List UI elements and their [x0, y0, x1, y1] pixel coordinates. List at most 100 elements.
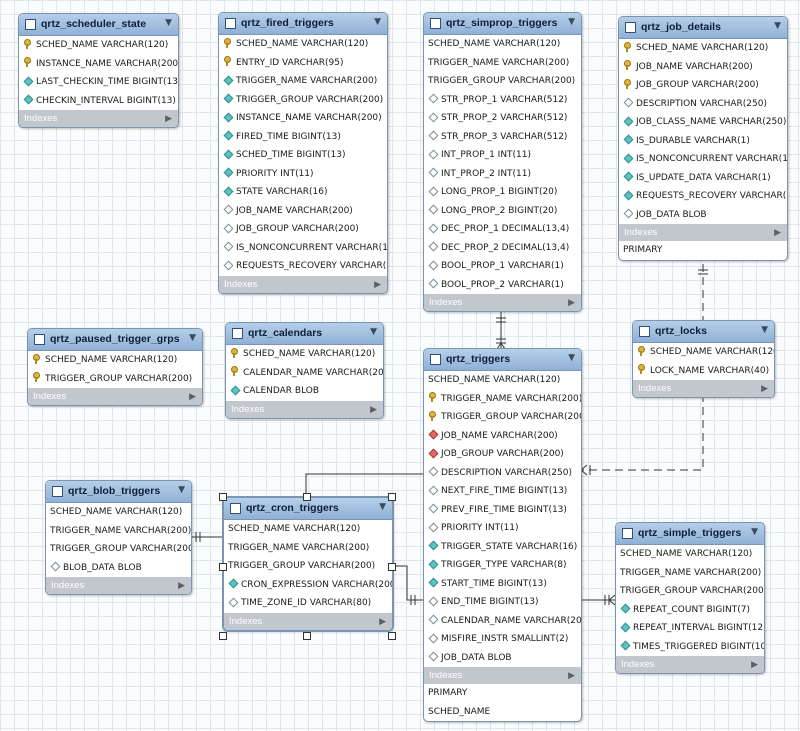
- expand-arrow-icon[interactable]: ▶: [379, 615, 386, 626]
- table-header[interactable]: qrtz_scheduler_state▼: [19, 14, 178, 36]
- table-qrtz-paused-trigger-grps[interactable]: qrtz_paused_trigger_grps▼SCHED_NAME VARC…: [27, 328, 203, 406]
- column-row[interactable]: LOCK_NAME VARCHAR(40): [633, 362, 774, 381]
- column-row[interactable]: DESCRIPTION VARCHAR(250): [619, 95, 787, 114]
- resize-handle[interactable]: [219, 632, 227, 640]
- column-row[interactable]: JOB_NAME VARCHAR(200): [219, 202, 387, 221]
- column-row[interactable]: SCHED_NAME VARCHAR(120): [226, 345, 383, 364]
- table-qrtz-fired-triggers[interactable]: qrtz_fired_triggers▼SCHED_NAME VARCHAR(1…: [218, 12, 388, 294]
- table-qrtz-cron-triggers[interactable]: qrtz_cron_triggers▼SCHED_NAME VARCHAR(12…: [222, 496, 394, 632]
- table-header[interactable]: qrtz_blob_triggers▼: [46, 481, 191, 503]
- column-row[interactable]: BLOB_DATA BLOB: [46, 559, 191, 578]
- column-row[interactable]: START_TIME BIGINT(13): [424, 575, 581, 594]
- column-row[interactable]: TRIGGER_NAME VARCHAR(200): [219, 72, 387, 91]
- column-row[interactable]: JOB_DATA BLOB: [424, 649, 581, 668]
- column-row[interactable]: LONG_PROP_1 BIGINT(20): [424, 183, 581, 202]
- collapse-arrow-icon[interactable]: ▼: [379, 502, 386, 512]
- table-qrtz-blob-triggers[interactable]: qrtz_blob_triggers▼SCHED_NAME VARCHAR(12…: [45, 480, 192, 595]
- column-row[interactable]: INSTANCE_NAME VARCHAR(200): [19, 55, 178, 74]
- collapse-arrow-icon[interactable]: ▼: [774, 21, 781, 31]
- table-header[interactable]: qrtz_triggers▼: [424, 349, 581, 371]
- collapse-arrow-icon[interactable]: ▼: [568, 17, 575, 27]
- indexes-bar[interactable]: Indexes▶: [633, 380, 774, 397]
- collapse-arrow-icon[interactable]: ▼: [189, 333, 196, 343]
- column-row[interactable]: SCHED_NAME VARCHAR(120): [46, 503, 191, 522]
- indexes-bar[interactable]: Indexes▶: [28, 388, 202, 405]
- column-row[interactable]: PRIORITY INT(11): [424, 519, 581, 538]
- column-row[interactable]: CALENDAR BLOB: [226, 382, 383, 401]
- column-row[interactable]: SCHED_NAME VARCHAR(120): [616, 545, 764, 564]
- table-header[interactable]: qrtz_simprop_triggers▼: [424, 13, 581, 35]
- table-qrtz-job-details[interactable]: qrtz_job_details▼SCHED_NAME VARCHAR(120)…: [618, 16, 788, 261]
- column-row[interactable]: TRIGGER_GROUP VARCHAR(200): [219, 91, 387, 110]
- resize-handle[interactable]: [219, 493, 227, 501]
- column-row[interactable]: CALENDAR_NAME VARCHAR(200): [424, 612, 581, 631]
- table-qrtz-scheduler-state[interactable]: qrtz_scheduler_state▼SCHED_NAME VARCHAR(…: [18, 13, 179, 128]
- column-row[interactable]: JOB_NAME VARCHAR(200): [619, 58, 787, 77]
- table-header[interactable]: qrtz_fired_triggers▼: [219, 13, 387, 35]
- table-qrtz-simple-triggers[interactable]: qrtz_simple_triggers▼SCHED_NAME VARCHAR(…: [615, 522, 765, 674]
- column-row[interactable]: PRIORITY INT(11): [219, 165, 387, 184]
- column-row[interactable]: TRIGGER_TYPE VARCHAR(8): [424, 556, 581, 575]
- collapse-arrow-icon[interactable]: ▼: [370, 327, 377, 337]
- index-row[interactable]: PRIMARY: [623, 245, 663, 255]
- column-row[interactable]: NEXT_FIRE_TIME BIGINT(13): [424, 482, 581, 501]
- collapse-arrow-icon[interactable]: ▼: [568, 353, 575, 363]
- column-row[interactable]: TRIGGER_GROUP VARCHAR(200): [424, 72, 581, 91]
- column-row[interactable]: REPEAT_INTERVAL BIGINT(12): [616, 619, 764, 638]
- indexes-bar[interactable]: Indexes▶: [226, 400, 383, 418]
- column-row[interactable]: FIRED_TIME BIGINT(13): [219, 128, 387, 147]
- table-qrtz-triggers[interactable]: qrtz_triggers▼SCHED_NAME VARCHAR(120)TRI…: [423, 348, 582, 722]
- column-row[interactable]: JOB_DATA BLOB: [619, 206, 787, 225]
- table-qrtz-calendars[interactable]: qrtz_calendars▼SCHED_NAME VARCHAR(120)CA…: [225, 322, 384, 419]
- resize-handle[interactable]: [388, 632, 396, 640]
- indexes-bar[interactable]: Indexes▶: [424, 294, 581, 311]
- resize-handle[interactable]: [388, 563, 396, 571]
- expand-arrow-icon[interactable]: ▶: [370, 403, 377, 414]
- collapse-arrow-icon[interactable]: ▼: [165, 18, 172, 28]
- column-row[interactable]: SCHED_NAME VARCHAR(120): [224, 520, 392, 539]
- resize-handle[interactable]: [303, 632, 311, 640]
- expand-arrow-icon[interactable]: ▶: [374, 278, 381, 289]
- expand-arrow-icon[interactable]: ▶: [761, 383, 768, 393]
- expand-arrow-icon[interactable]: ▶: [568, 670, 575, 680]
- table-header[interactable]: qrtz_simple_triggers▼: [616, 523, 764, 545]
- expand-arrow-icon[interactable]: ▶: [189, 391, 196, 401]
- indexes-bar[interactable]: Indexes▶: [219, 275, 387, 293]
- column-row[interactable]: TRIGGER_GROUP VARCHAR(200): [424, 408, 581, 427]
- table-qrtz-locks[interactable]: qrtz_locks▼SCHED_NAME VARCHAR(120)LOCK_N…: [632, 320, 775, 398]
- expand-arrow-icon[interactable]: ▶: [774, 227, 781, 237]
- resize-handle[interactable]: [388, 493, 396, 501]
- index-row[interactable]: SCHED_NAME: [428, 706, 491, 717]
- column-row[interactable]: BOOL_PROP_2 VARCHAR(1): [424, 276, 581, 295]
- column-row[interactable]: TRIGGER_NAME VARCHAR(200): [424, 390, 581, 409]
- column-row[interactable]: PREV_FIRE_TIME BIGINT(13): [424, 501, 581, 520]
- column-row[interactable]: SCHED_NAME VARCHAR(120): [424, 371, 581, 390]
- collapse-arrow-icon[interactable]: ▼: [761, 325, 768, 335]
- column-row[interactable]: CHECKIN_INTERVAL BIGINT(13): [19, 92, 178, 111]
- expand-arrow-icon[interactable]: ▶: [178, 580, 185, 590]
- expand-arrow-icon[interactable]: ▶: [751, 659, 758, 669]
- column-row[interactable]: SCHED_NAME VARCHAR(120): [28, 351, 202, 370]
- indexes-bar[interactable]: Indexes▶: [424, 667, 581, 684]
- column-row[interactable]: TIMES_TRIGGERED BIGINT(10): [616, 638, 764, 657]
- column-row[interactable]: TRIGGER_GROUP VARCHAR(200): [46, 540, 191, 559]
- expand-arrow-icon[interactable]: ▶: [165, 113, 172, 123]
- column-row[interactable]: LAST_CHECKIN_TIME BIGINT(13): [19, 73, 178, 92]
- column-row[interactable]: LONG_PROP_2 BIGINT(20): [424, 202, 581, 221]
- collapse-arrow-icon[interactable]: ▼: [374, 17, 381, 27]
- column-row[interactable]: TRIGGER_GROUP VARCHAR(200): [28, 370, 202, 389]
- collapse-arrow-icon[interactable]: ▼: [751, 527, 758, 537]
- indexes-bar[interactable]: Indexes▶: [616, 656, 764, 673]
- indexes-bar[interactable]: Indexes▶: [224, 612, 392, 630]
- column-row[interactable]: INSTANCE_NAME VARCHAR(200): [219, 109, 387, 128]
- indexes-bar[interactable]: Indexes▶: [19, 110, 178, 127]
- column-row[interactable]: SCHED_NAME VARCHAR(120): [219, 35, 387, 54]
- table-header[interactable]: qrtz_locks▼: [633, 321, 774, 343]
- column-row[interactable]: STR_PROP_3 VARCHAR(512): [424, 128, 581, 147]
- column-row[interactable]: TRIGGER_GROUP VARCHAR(200): [224, 557, 392, 576]
- resize-handle[interactable]: [219, 563, 227, 571]
- column-row[interactable]: TRIGGER_NAME VARCHAR(200): [46, 522, 191, 541]
- column-row[interactable]: TRIGGER_GROUP VARCHAR(200): [616, 582, 764, 601]
- column-row[interactable]: JOB_GROUP VARCHAR(200): [619, 76, 787, 95]
- column-row[interactable]: DEC_PROP_2 DECIMAL(13,4): [424, 239, 581, 258]
